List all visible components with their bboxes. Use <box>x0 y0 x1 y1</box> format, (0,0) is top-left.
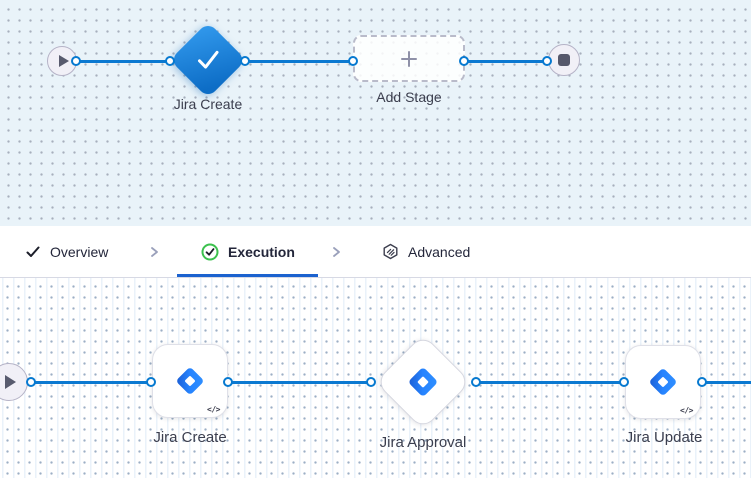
play-icon <box>58 55 69 67</box>
check-circle-icon <box>201 243 219 260</box>
connector-port[interactable] <box>146 377 156 387</box>
connector-port[interactable] <box>542 56 552 66</box>
code-badge: </> <box>207 405 220 414</box>
step-label: Jira Create <box>153 429 227 446</box>
play-icon <box>5 375 16 389</box>
stage-canvas[interactable]: Jira Create Add Stage <box>0 0 751 226</box>
stop-icon <box>558 54 570 66</box>
connector-line <box>464 59 548 63</box>
connector-port[interactable] <box>619 377 629 387</box>
tab-overview[interactable]: Overview <box>25 226 108 277</box>
tab-label: Advanced <box>408 243 471 260</box>
connector-line <box>228 380 371 384</box>
connector-port[interactable] <box>165 56 175 66</box>
jira-logo-icon <box>409 368 437 396</box>
connector-port[interactable] <box>348 56 358 66</box>
active-tab-underline <box>177 274 318 277</box>
step-label: Jira Update <box>625 429 703 446</box>
connector-line <box>31 380 152 384</box>
step-label: Jira Approval <box>379 434 467 451</box>
connector-line <box>702 380 751 384</box>
execution-canvas[interactable]: </> Jira Create Jira Approval </> <box>0 278 751 478</box>
connector-port[interactable] <box>697 377 707 387</box>
chevron-right-icon <box>147 226 161 277</box>
connector-port[interactable] <box>459 56 469 66</box>
jira-logo-icon <box>177 368 203 394</box>
connector-port[interactable] <box>71 56 81 66</box>
execution-start-node[interactable] <box>0 363 28 401</box>
pipeline-end-node[interactable] <box>548 44 580 76</box>
connector-port[interactable] <box>240 56 250 66</box>
connector-port[interactable] <box>223 377 233 387</box>
tab-execution[interactable]: Execution <box>201 226 295 277</box>
connector-port[interactable] <box>366 377 376 387</box>
tab-advanced[interactable]: Advanced <box>382 226 470 277</box>
stage-label: Jira Create <box>173 96 243 112</box>
step-node-jira-approval[interactable] <box>374 333 472 431</box>
tab-label: Execution <box>228 243 295 260</box>
code-badge: </> <box>680 406 693 415</box>
add-stage-label: Add Stage <box>376 89 442 105</box>
connector-port[interactable] <box>471 377 481 387</box>
step-node-jira-update[interactable]: </> <box>625 345 701 419</box>
tab-label: Overview <box>50 243 109 260</box>
add-stage-button[interactable] <box>353 35 465 82</box>
hexagon-icon <box>383 243 398 260</box>
plus-icon <box>401 50 417 67</box>
stage-node-jira-create[interactable] <box>169 21 247 99</box>
jira-logo-icon <box>650 369 676 395</box>
chevron-right-icon <box>329 226 343 277</box>
step-node-jira-create[interactable]: </> <box>152 344 228 418</box>
check-icon <box>26 246 40 257</box>
connector-port[interactable] <box>26 377 36 387</box>
connector-line <box>76 59 171 63</box>
connector-line <box>245 59 354 63</box>
check-icon <box>198 50 219 69</box>
connector-line <box>476 380 624 384</box>
stage-config-tabbar: Overview Execution <box>0 226 751 278</box>
